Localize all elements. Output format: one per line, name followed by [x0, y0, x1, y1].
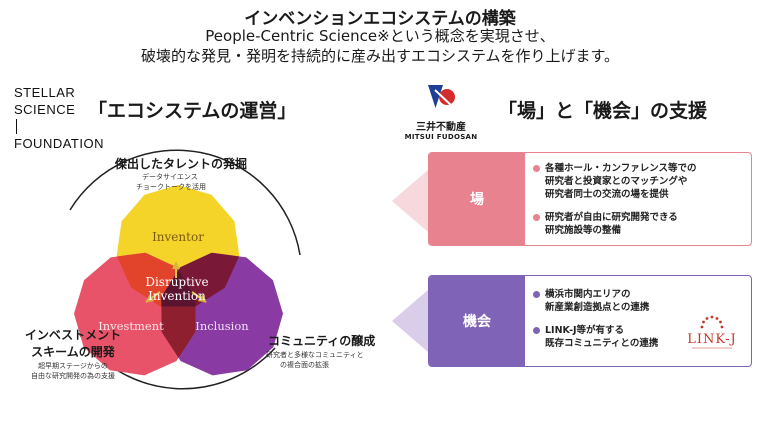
ba-header: 場: [429, 153, 525, 245]
ba-pointer-arrow: [392, 170, 428, 232]
left-heading: 「エコシステムの運営」: [88, 100, 297, 122]
investment-scheme-sub-1: 超早期ステージからの: [38, 362, 108, 370]
mitsui-fudosan-logo: 三井不動産 MITSUI FUDOSAN: [396, 82, 486, 141]
kikai-item-2-line-2: 既存コミュニティとの連携: [545, 338, 659, 349]
venn-label-inventor: Inventor: [152, 230, 204, 244]
ssf-logo-line-3: FOUNDATION: [14, 136, 104, 151]
ba-item-1: 各種ホール・カンファレンス等での 研究者と投資家とのマッチングや 研究者同士の交…: [533, 162, 697, 201]
ba-support-box: 場 各種ホール・カンファレンス等での 研究者と投資家とのマッチングや 研究者同士…: [428, 152, 752, 246]
kikai-pointer-arrow: [392, 290, 428, 352]
ba-body: 各種ホール・カンファレンス等での 研究者と投資家とのマッチングや 研究者同士の交…: [525, 153, 751, 245]
linkj-text: LINK-J: [687, 332, 737, 347]
main-title: インベンションエコシステムの構築: [244, 9, 516, 29]
talent-discovery-sub-2: チョークトークを活用: [136, 183, 206, 191]
venn-overlap-inventor-investment: [116, 252, 196, 307]
kikai-item-2-line-1: LINK-J等が有する: [545, 325, 625, 336]
subtitle-line-1: People-Centric Science※という概念を実現させ、: [205, 27, 555, 45]
investment-scheme-label-2: スキームの開発: [31, 345, 115, 359]
venn-label-inclusion: Inclusion: [195, 319, 249, 333]
kikai-header: 機会: [429, 276, 525, 366]
mitsui-fudosan-name: 三井不動産: [416, 122, 466, 133]
investment-scheme-sub-2: 自由な研究開発の為の支援: [31, 372, 115, 380]
ssf-logo-line-1: STELLAR: [14, 85, 76, 100]
subtitle-line-2: 破壊的な発見・発明を持続的に産み出すエコシステムを作り上げます。: [140, 47, 620, 65]
community-building-sub-2: の複合面の拡張: [280, 361, 329, 369]
ba-item-2: 研究者が自由に研究開発できる 研究施設等の整備: [533, 211, 678, 237]
kikai-body: 横浜市関内エリアの 新産業創造拠点との連携 LINK-J等が有する 既存コミュニ…: [525, 276, 751, 366]
venn-center-label-2: Invention: [148, 289, 206, 303]
arrow-to-inclusion: [191, 291, 207, 303]
ba-item-1-line-3: 研究者同士の交流の場を提供: [545, 189, 669, 200]
bullet-dot-icon: [533, 214, 540, 221]
kikai-item-1-line-1: 横浜市関内エリアの: [545, 289, 631, 300]
bullet-dot-icon: [533, 327, 540, 334]
linkj-logo: LINK-J: [684, 313, 740, 353]
investment-scheme-label-1: インベストメント: [24, 328, 122, 342]
ba-item-1-line-1: 各種ホール・カンファレンス等での: [545, 163, 697, 174]
community-building-sub-1: 研究者と多様なコミュニティと: [266, 351, 364, 359]
stellar-science-foundation-logo: STELLAR SCIENCE FOUNDATION: [14, 84, 104, 152]
venn-center-label-1: Disruptive: [145, 275, 208, 289]
community-building-label: コミュニティの醸成: [268, 334, 376, 348]
venn-overlap-inventor-inclusion: [161, 252, 240, 307]
ba-item-1-line-2: 研究者と投資家とのマッチングや: [545, 176, 688, 187]
bullet-dot-icon: [533, 291, 540, 298]
talent-discovery-label: 傑出したタレントの発掘: [115, 157, 248, 171]
talent-discovery-sub-1: データサイエンス: [142, 173, 198, 181]
ssf-logo-line-2: SCIENCE: [14, 102, 76, 117]
bullet-dot-icon: [533, 165, 540, 172]
outer-ring-arc-top: [69, 149, 301, 256]
mitsui-fudosan-english-name: MITSUI FUDOSAN: [404, 133, 478, 141]
ssf-logo-divider: [16, 119, 17, 134]
linkj-logo-icon: LINK-J: [687, 315, 737, 349]
right-heading: 「場」と「機会」の支援: [498, 100, 708, 122]
kikai-item-1-line-2: 新産業創造拠点との連携: [545, 302, 650, 313]
kikai-support-box: 機会 横浜市関内エリアの 新産業創造拠点との連携 LINK-J等が有する 既存コ…: [428, 275, 752, 367]
arrow-to-investment: [145, 291, 161, 303]
mitsui-fudosan-logo-icon: [428, 85, 455, 108]
venn-label-investment: Investment: [98, 319, 164, 333]
ba-item-2-line-1: 研究者が自由に研究開発できる: [545, 212, 678, 223]
kikai-item-1: 横浜市関内エリアの 新産業創造拠点との連携: [533, 288, 650, 314]
ba-item-2-line-2: 研究施設等の整備: [545, 225, 622, 236]
kikai-item-2: LINK-J等が有する 既存コミュニティとの連携: [533, 324, 659, 350]
